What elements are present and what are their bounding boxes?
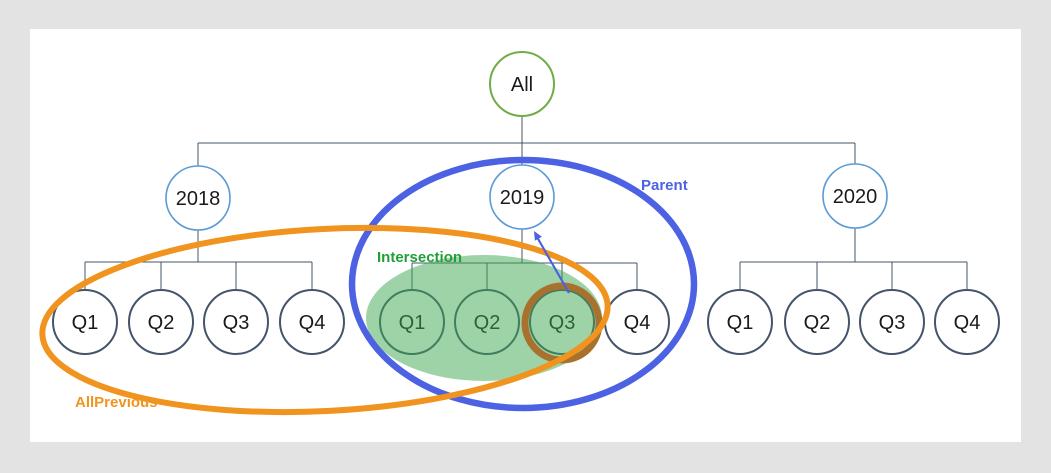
node-2018-q1-label: Q1 [72, 312, 99, 334]
node-2020: 2020 [822, 163, 888, 229]
node-2018-q4: Q4 [279, 289, 345, 355]
node-2018-q3: Q3 [203, 289, 269, 355]
allprevious-ellipse [39, 224, 611, 416]
node-2018-circle [165, 165, 231, 231]
node-2018-q1: Q1 [52, 289, 118, 355]
node-all-label: All [511, 74, 533, 96]
node-2020-q3: Q3 [859, 289, 925, 355]
node-2018-q4-circle [279, 289, 345, 355]
node-2020-q4: Q4 [934, 289, 1000, 355]
node-2018-label: 2018 [176, 188, 221, 210]
parent-label: Parent [641, 177, 688, 194]
node-2020-q3-label: Q3 [879, 312, 906, 334]
node-2019-q4-label: Q4 [624, 312, 651, 334]
node-2018-q2-label: Q2 [148, 312, 175, 334]
node-2018-q3-label: Q3 [223, 312, 250, 334]
parent-arrowhead [534, 231, 542, 241]
intersection-label: Intersection [377, 249, 462, 266]
node-2020-q3-circle [859, 289, 925, 355]
node-2020-circle [822, 163, 888, 229]
node-2019: 2019 [489, 164, 555, 230]
node-2020-q1: Q1 [707, 289, 773, 355]
allprevious-label: AllPrevious [75, 394, 158, 411]
parent-arrow-line [536, 236, 570, 294]
node-2018-q1-circle [52, 289, 118, 355]
node-2020-q2: Q2 [784, 289, 850, 355]
node-2018-q2-circle [128, 289, 194, 355]
node-2018: 2018 [165, 165, 231, 231]
node-all-circle [489, 51, 555, 117]
parent-ellipse [348, 156, 698, 412]
node-all: All [489, 51, 555, 117]
node-2020-q1-label: Q1 [727, 312, 754, 334]
node-2020-q2-label: Q2 [804, 312, 831, 334]
node-2020-q1-circle [707, 289, 773, 355]
node-2020-q4-label: Q4 [954, 312, 981, 334]
node-2019-circle [489, 164, 555, 230]
node-2019-label: 2019 [500, 187, 545, 209]
node-2020-q4-circle [934, 289, 1000, 355]
node-2018-q4-label: Q4 [299, 312, 326, 334]
node-2020-label: 2020 [833, 186, 878, 208]
node-2020-q2-circle [784, 289, 850, 355]
node-2018-q2: Q2 [128, 289, 194, 355]
node-2018-q3-circle [203, 289, 269, 355]
node-2019-q4: Q4 [604, 289, 670, 355]
intersection-ellipse [366, 255, 602, 381]
